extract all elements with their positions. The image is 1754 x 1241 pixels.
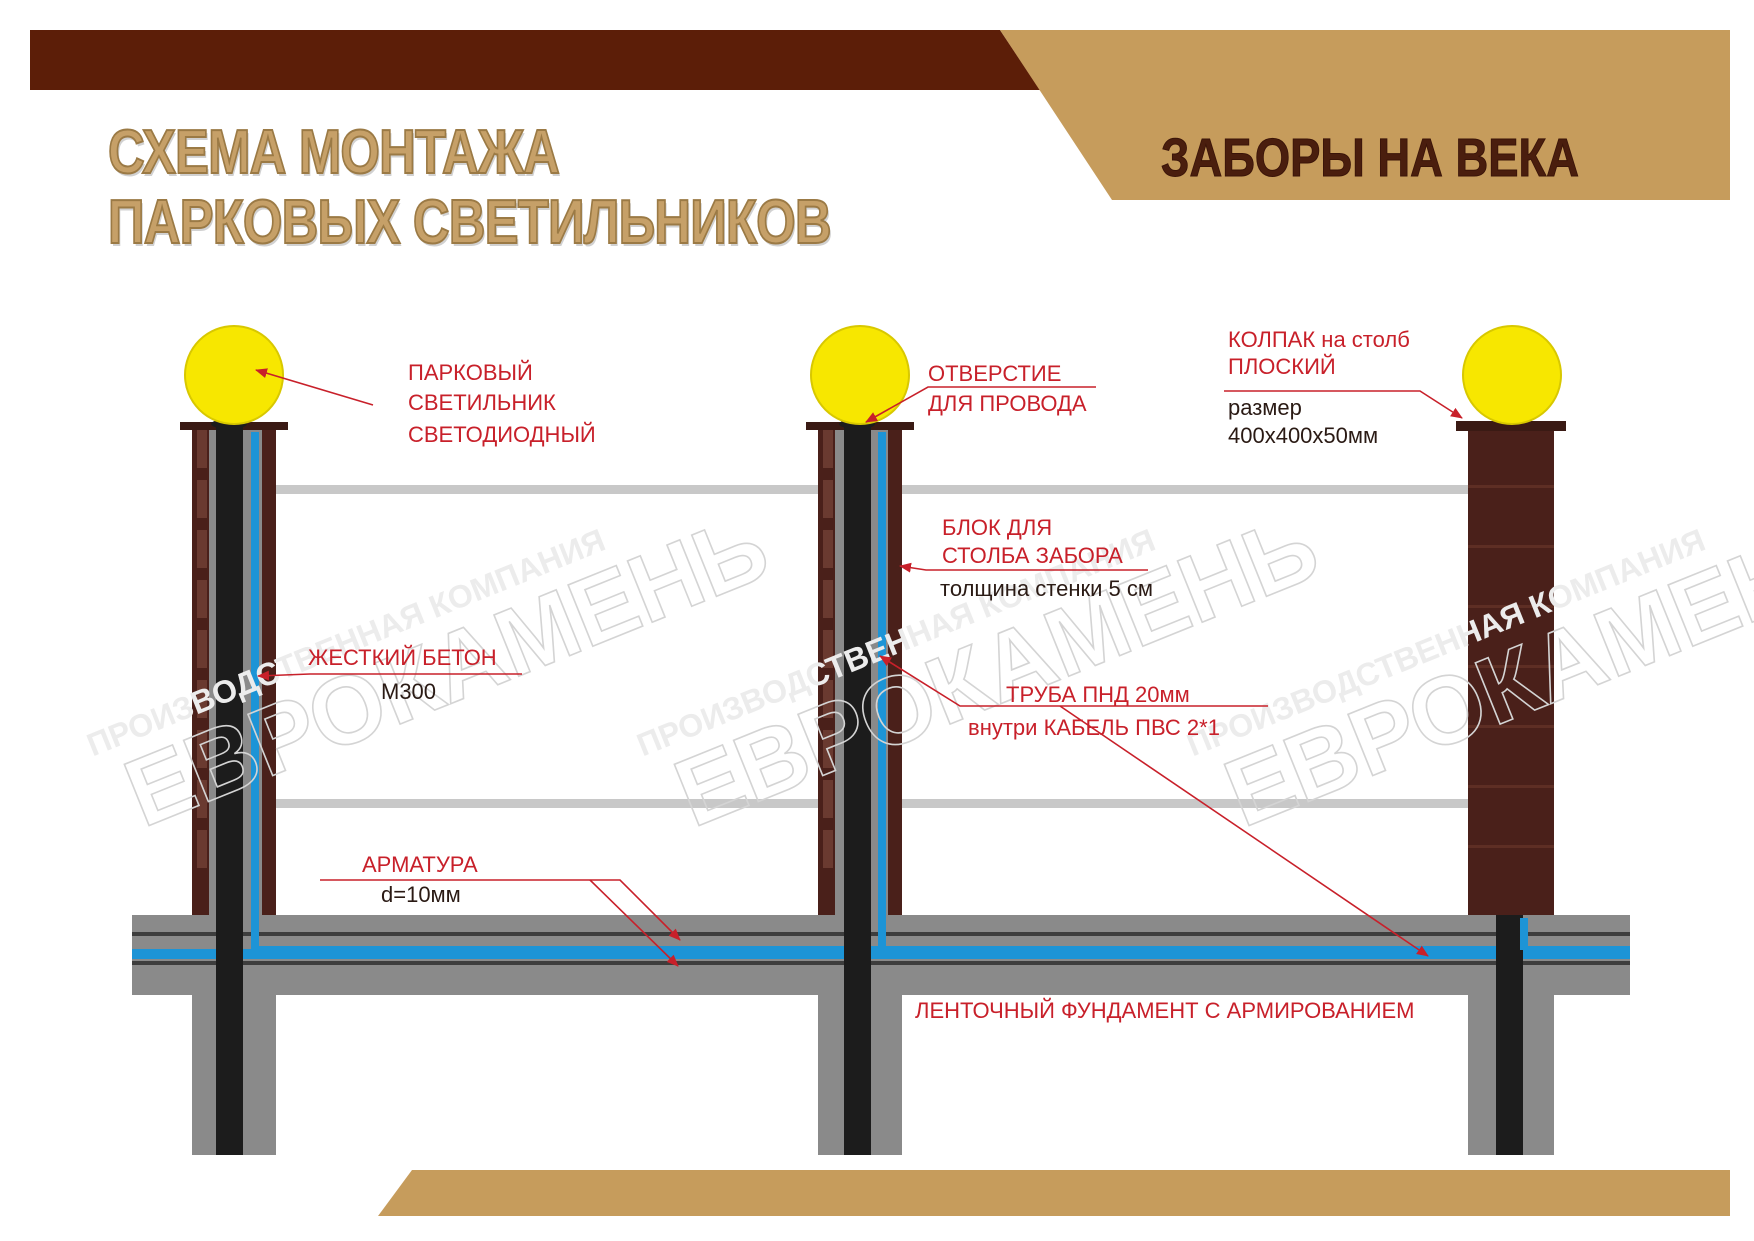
post-right-finished	[1456, 421, 1566, 1155]
footer-gold-band	[378, 1170, 1730, 1216]
leader-pipe-1	[879, 655, 1268, 707]
leader-cap	[1224, 390, 1463, 419]
label-cap-size-label: размер	[1228, 395, 1302, 420]
post-middle-cutaway	[806, 419, 914, 1155]
label-foundation: ЛЕНТОЧНЫЙ ФУНДАМЕНТ С АРМИРОВАНИЕМ	[915, 998, 1415, 1023]
label-cap-flat: ПЛОСКИЙ	[1228, 354, 1336, 379]
label-lamp-3: СВЕТОДИОДНЫЙ	[408, 422, 596, 447]
label-hole-1: ОТВЕРСТИЕ	[928, 361, 1062, 386]
label-cap-title: КОЛПАК	[1228, 327, 1316, 352]
leader-hole	[865, 386, 1096, 423]
label-lamp-2: СВЕТИЛЬНИК	[408, 390, 556, 415]
lamp-globes	[184, 325, 1562, 425]
header-brown-band	[30, 30, 1040, 90]
callout-leaders	[255, 368, 1463, 967]
label-hole-2: ДЛЯ ПРОВОДА	[928, 391, 1087, 416]
leader-rebar-2	[589, 879, 679, 967]
post-left-cutaway	[180, 419, 1630, 1155]
label-cap-title-rest: на столб	[1315, 327, 1410, 352]
page-title-line2: ПАРКОВЫХ СВЕТИЛЬНИКОВ	[107, 187, 832, 258]
header-gold-band	[1000, 30, 1730, 200]
label-pipe: ТРУБА ПНД 20мм	[1006, 682, 1190, 707]
label-pipe-cable-b: КАБЕЛЬ ПВС 2*1	[1043, 715, 1220, 740]
leader-rebar-1	[320, 879, 681, 941]
label-block-wall: толщина стенки 5 см	[940, 576, 1154, 601]
label-block-2: СТОЛБА ЗАБОРА	[942, 543, 1123, 568]
label-cap: КОЛПАК на столб	[1228, 325, 1410, 355]
leader-pipe-2	[1059, 705, 1429, 957]
leader-block	[899, 562, 1148, 573]
leader-lamp	[255, 368, 374, 406]
label-pipe-cable: внутри КАБЕЛЬ ПВС 2*1	[968, 713, 1220, 743]
label-pipe-cable-a: внутри	[968, 715, 1044, 740]
label-rebar-d: d=10мм	[381, 882, 461, 907]
brand-slogan: ЗАБОРЫ НА ВЕКА	[1161, 128, 1580, 189]
label-cap-size: 400x400x50мм	[1228, 423, 1379, 448]
page-title-line1: СХЕМА МОНТАЖА	[107, 117, 560, 188]
label-concrete-grade: М300	[381, 679, 437, 704]
label-lamp-1: ПАРКОВЫЙ	[408, 360, 533, 385]
label-rebar: АРМАТУРА	[362, 852, 478, 877]
label-block-1: БЛОК ДЛЯ	[942, 515, 1053, 540]
leader-concrete	[257, 670, 522, 681]
label-concrete: ЖЕСТКИЙ БЕТОН	[308, 645, 497, 670]
